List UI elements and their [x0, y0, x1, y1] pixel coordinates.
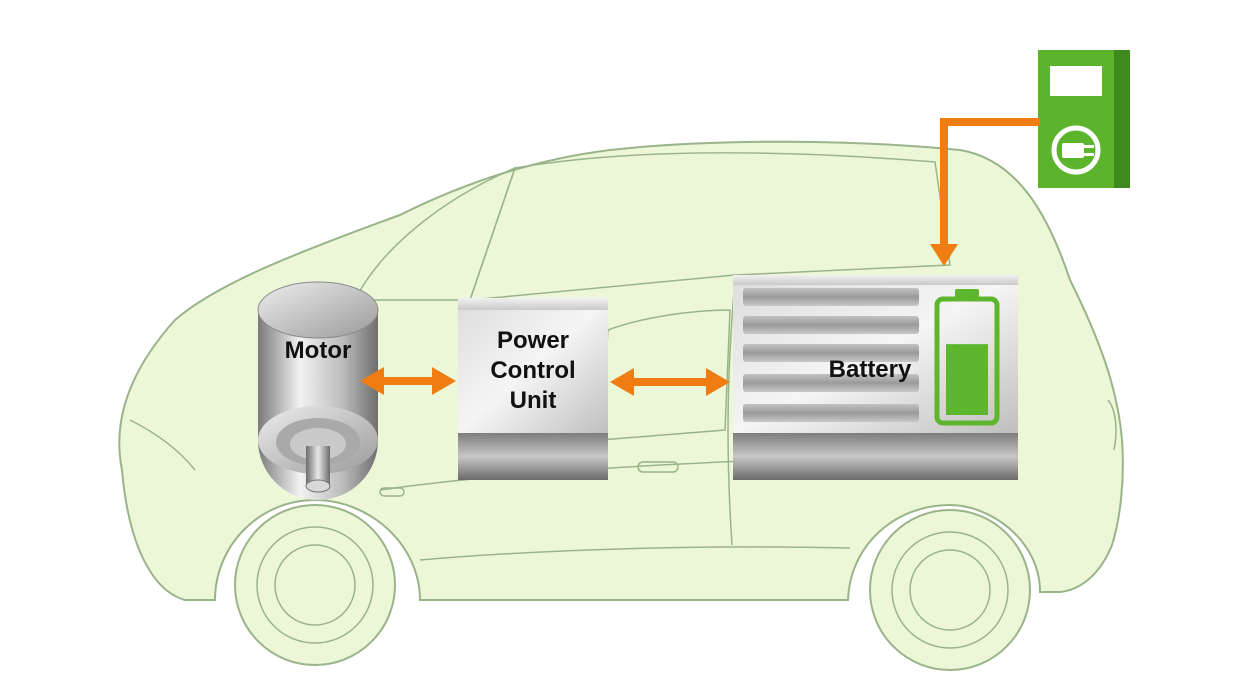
windshield — [353, 166, 517, 301]
ev-plug-icon — [1051, 125, 1101, 175]
power-control-unit: Power Control Unit — [458, 298, 608, 480]
sill-line — [419, 546, 851, 561]
battery-pack: Battery — [733, 275, 1018, 480]
charger-display — [1050, 66, 1102, 96]
arrow-motor-pcu — [360, 367, 456, 395]
front-door-window — [599, 309, 731, 441]
battery-charge-fill — [946, 344, 988, 415]
taillight — [1107, 399, 1117, 451]
charging-station-icon — [1038, 50, 1130, 188]
car-body — [118, 140, 1124, 601]
door-handle-front — [637, 461, 679, 473]
rear-wheel — [869, 509, 1031, 671]
motor-component: Motor — [257, 281, 379, 500]
motor-label: Motor — [285, 337, 352, 364]
pcu-label-line-2: Control — [490, 357, 575, 384]
battery-cells — [743, 288, 919, 422]
pcu-label-line-3: Unit — [510, 387, 557, 414]
battery-level-icon — [934, 289, 1000, 426]
headlight — [129, 419, 196, 471]
front-wheel — [234, 504, 396, 666]
charging-cable-arrow — [940, 118, 1040, 248]
charging-arrowhead — [930, 244, 958, 266]
car-outline — [118, 140, 1124, 671]
door-line — [727, 279, 736, 546]
side-window — [468, 152, 951, 301]
pcu-label-line-1: Power — [497, 327, 569, 354]
door-handle-rear — [379, 487, 405, 497]
arrow-pcu-battery — [610, 368, 730, 396]
battery-label: Battery — [829, 356, 912, 383]
